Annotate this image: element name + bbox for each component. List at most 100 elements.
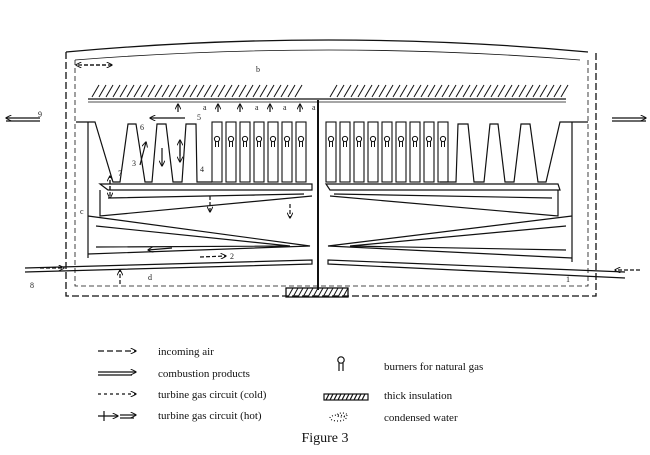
insulation-hatch xyxy=(361,393,366,401)
insulation-hatch xyxy=(287,84,296,98)
insulation-hatch xyxy=(342,287,349,298)
insulation-hatch xyxy=(392,84,401,98)
burner-tube xyxy=(381,121,393,183)
insulation-hatch xyxy=(353,393,358,401)
insulation-hatch xyxy=(350,84,359,98)
burner-tube xyxy=(225,121,237,183)
burner-icon xyxy=(383,135,391,147)
left-heat-exchanger xyxy=(76,121,212,183)
burner-icon xyxy=(369,135,377,147)
insulation-hatch xyxy=(539,84,548,98)
burner-icon xyxy=(397,135,405,147)
insulation-hatch xyxy=(483,84,492,98)
insulation-hatch xyxy=(336,84,345,98)
burner-tube xyxy=(423,121,435,183)
insulation-hatch xyxy=(420,84,429,98)
burner-icon xyxy=(355,135,363,147)
burner-tubes xyxy=(211,121,449,183)
insulation-hatch xyxy=(203,84,212,98)
burner-tube xyxy=(211,121,223,183)
label-6: 6 xyxy=(140,123,144,132)
insulation-hatch xyxy=(455,84,464,98)
burner-tube xyxy=(239,121,251,183)
label-c: c xyxy=(80,207,84,216)
legend-symbol-turbine-hot xyxy=(98,411,136,421)
burner-icon xyxy=(425,135,433,147)
flow-arrows xyxy=(6,65,646,284)
insulation-hatch xyxy=(378,84,387,98)
legend-turbine-hot: turbine gas circuit (hot) xyxy=(158,410,262,422)
insulation-hatch xyxy=(105,84,114,98)
insulation-hatch xyxy=(518,84,527,98)
label-3: 3 xyxy=(132,159,136,168)
insulation-hatch xyxy=(357,393,362,401)
insulation-hatch xyxy=(364,84,373,98)
insulation-hatch xyxy=(224,84,233,98)
legend-combustion-products: combustion products xyxy=(158,368,250,380)
burner-tube xyxy=(353,121,365,183)
insulation-hatch xyxy=(294,84,303,98)
insulation-hatch xyxy=(154,84,163,98)
insulation-hatch xyxy=(273,84,282,98)
insulation-hatch xyxy=(441,84,450,98)
insulation-hatch xyxy=(322,287,329,298)
burner-tube xyxy=(325,121,337,183)
insulation-hatch xyxy=(245,84,254,98)
insulation-hatch xyxy=(217,84,226,98)
insulation-hatch xyxy=(119,84,128,98)
insulation-hatch xyxy=(497,84,506,98)
label-d: d xyxy=(148,273,152,282)
label-a: a xyxy=(312,103,316,112)
insulation-hatch xyxy=(307,287,314,298)
insulation-hatch xyxy=(349,393,354,401)
legend-burners: burners for natural gas xyxy=(384,361,484,373)
reference-labels: b a a a a c d 1 2 3 4 5 6 7 8 9 xyxy=(30,65,570,290)
insulation-hatch xyxy=(175,84,184,98)
insulation-hatch xyxy=(476,84,485,98)
insulation-hatch xyxy=(329,393,334,401)
insulation-hatch xyxy=(266,84,275,98)
insulation-hatch xyxy=(140,84,149,98)
insulation-hatch xyxy=(312,287,319,298)
insulation-hatch xyxy=(238,84,247,98)
insulation-hatch xyxy=(333,393,338,401)
legend-thick-insulation: thick insulation xyxy=(384,390,453,402)
label-b: b xyxy=(256,65,260,74)
burner-icon xyxy=(241,135,249,147)
insulation-hatch xyxy=(91,84,100,98)
burner-icon xyxy=(411,135,419,147)
insulation-hatch xyxy=(252,84,261,98)
outer-casing xyxy=(65,39,597,297)
burner-tube xyxy=(395,121,407,183)
burner-icon xyxy=(341,135,349,147)
label-5: 5 xyxy=(197,113,201,122)
legend-turbine-cold: turbine gas circuit (cold) xyxy=(158,389,267,401)
legend-incoming-air: incoming air xyxy=(158,346,214,358)
insulation-hatch xyxy=(292,287,299,298)
burner-icon xyxy=(213,135,221,147)
burner-tube xyxy=(295,121,307,183)
insulation-hatch xyxy=(332,287,339,298)
insulation-hatch xyxy=(210,84,219,98)
insulation-hatch xyxy=(413,84,422,98)
legend-condensed-water: condensed water xyxy=(384,412,458,424)
legend-symbol-condensed-water xyxy=(329,412,348,422)
lower-chambers xyxy=(24,122,626,279)
insulation-hatch xyxy=(337,287,344,298)
insulation-hatch xyxy=(325,393,330,401)
insulation-hatch xyxy=(161,84,170,98)
insulation-hatch xyxy=(147,84,156,98)
insulation-hatch xyxy=(329,84,338,98)
label-a: a xyxy=(203,103,207,112)
insulation-hatch xyxy=(112,84,121,98)
label-1: 1 xyxy=(566,275,570,284)
insulation-hatch xyxy=(196,84,205,98)
label-a: a xyxy=(255,103,259,112)
figure-caption: Figure 3 xyxy=(301,431,349,446)
insulation-hatch xyxy=(327,287,334,298)
insulation-hatch xyxy=(406,84,415,98)
top-insulation xyxy=(88,84,569,103)
insulation-hatch xyxy=(182,84,191,98)
burner-tube xyxy=(253,121,265,183)
burner-icon xyxy=(227,135,235,147)
